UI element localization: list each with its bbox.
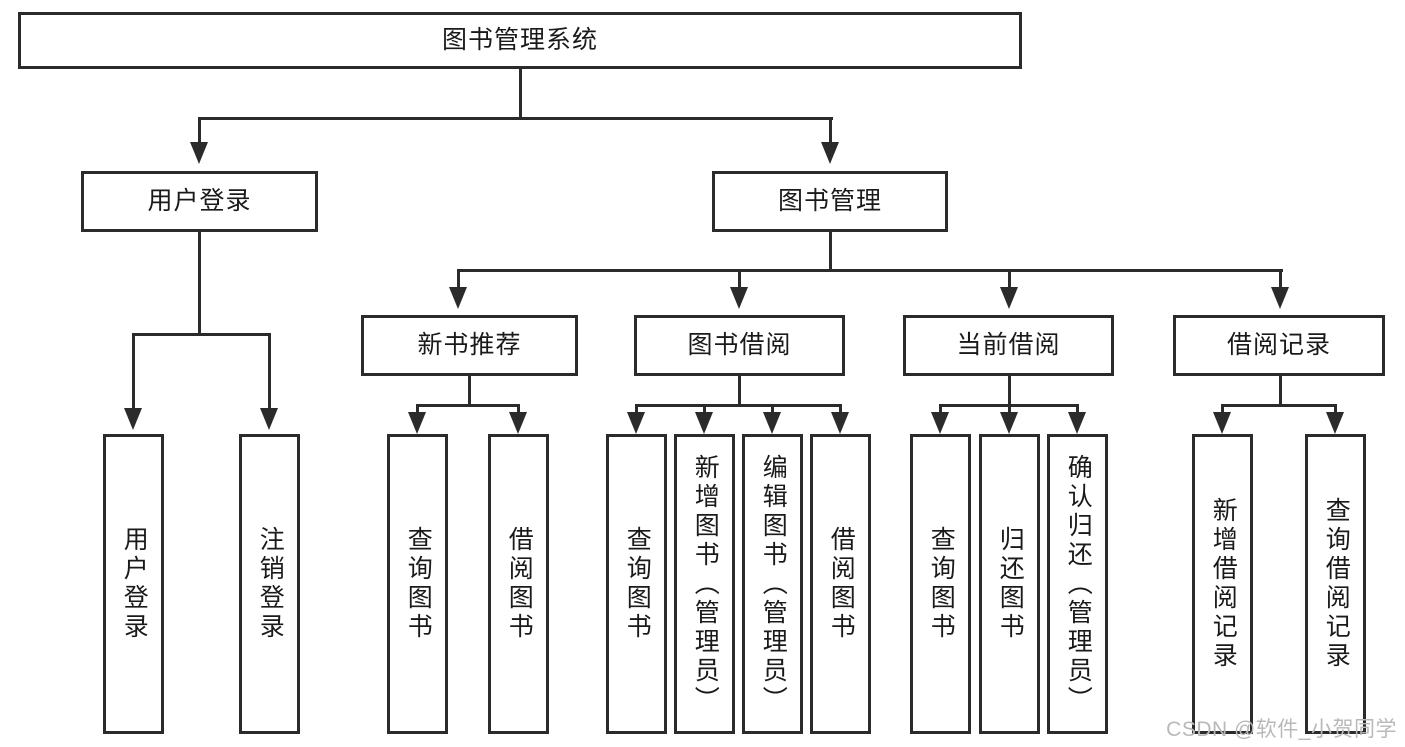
leaf-label: 注销登录: [256, 526, 285, 642]
connector-borrow-record-stem: [1279, 376, 1282, 405]
connector-user-login-bus: [133, 333, 269, 336]
leaf-label: 编辑图书（管理员）: [759, 453, 788, 715]
leaf-label: 借阅图书: [505, 526, 534, 642]
arrowhead-leaf-br-1: [1213, 412, 1231, 434]
node-label: 借阅记录: [1226, 330, 1331, 359]
connector-to-new-book-rec: [457, 269, 460, 288]
leaf-new-book-rec-1[interactable]: 查询图书: [387, 434, 448, 734]
arrowhead-user-login: [190, 142, 208, 164]
connector-new-book-rec-stem: [468, 376, 471, 405]
node-book-borrow[interactable]: 图书借阅: [634, 315, 845, 376]
arrowhead-current-borrow: [1000, 287, 1018, 309]
leaf-user-login-1[interactable]: 用户登录: [103, 434, 164, 734]
leaf-label: 查询图书: [927, 526, 956, 642]
connector-user-login-stem: [198, 232, 201, 334]
node-label: 当前借阅: [956, 330, 1061, 359]
leaf-label: 新增图书（管理员）: [691, 453, 720, 715]
arrowhead-leaf-nbr-2: [509, 412, 527, 434]
node-book-manage[interactable]: 图书管理: [712, 171, 948, 232]
connector-user-login-drop-2: [268, 333, 271, 410]
arrowhead-leaf-bb-3: [763, 412, 781, 434]
leaf-current-borrow-2[interactable]: 归还图书: [979, 434, 1040, 734]
arrowhead-new-book-rec: [449, 287, 467, 309]
arrowhead-leaf-cb-2: [1000, 412, 1018, 434]
arrowhead-leaf-br-2: [1326, 412, 1344, 434]
arrowhead-book-manage: [821, 142, 839, 164]
connector-level2-bus: [199, 117, 833, 120]
leaf-label: 确认归还（管理员）: [1064, 453, 1093, 715]
connector-bb-drop-3: [771, 404, 774, 414]
connector-book-borrow-stem: [738, 376, 741, 405]
leaf-label: 新增借阅记录: [1209, 497, 1238, 671]
leaf-label: 查询图书: [623, 526, 652, 642]
leaf-book-borrow-3[interactable]: 编辑图书（管理员）: [742, 434, 803, 734]
connector-bb-drop-1: [635, 404, 638, 414]
connector-cb-drop-2: [1008, 404, 1011, 414]
node-new-book-rec[interactable]: 新书推荐: [361, 315, 578, 376]
connector-br-drop-1: [1221, 404, 1224, 414]
leaf-label: 归还图书: [996, 526, 1025, 642]
leaf-label: 借阅图书: [827, 526, 856, 642]
leaf-current-borrow-1[interactable]: 查询图书: [910, 434, 971, 734]
connector-root-stem: [519, 69, 522, 119]
arrowhead-leaf-user-login-1: [124, 408, 142, 430]
arrowhead-leaf-nbr-1: [408, 412, 426, 434]
connector-cb-drop-3: [1076, 404, 1079, 414]
connector-br-drop-2: [1334, 404, 1337, 414]
connector-to-book-manage: [829, 117, 832, 144]
connector-user-login-drop-1: [132, 333, 135, 410]
leaf-user-login-2[interactable]: 注销登录: [239, 434, 300, 734]
arrowhead-leaf-bb-1: [627, 412, 645, 434]
leaf-label: 查询借阅记录: [1322, 497, 1351, 671]
node-root-system[interactable]: 图书管理系统: [18, 12, 1022, 69]
connector-to-book-borrow: [738, 269, 741, 288]
connector-borrow-record-bus: [1222, 404, 1337, 407]
node-user-login[interactable]: 用户登录: [81, 171, 318, 232]
leaf-book-borrow-2[interactable]: 新增图书（管理员）: [674, 434, 735, 734]
leaf-borrow-record-1[interactable]: 新增借阅记录: [1192, 434, 1253, 734]
node-current-borrow[interactable]: 当前借阅: [903, 315, 1114, 376]
arrowhead-borrow-record: [1271, 287, 1289, 309]
connector-bb-drop-4: [839, 404, 842, 414]
watermark-text: CSDN @软件_小贺同学: [1166, 718, 1397, 741]
connector-book-manage-stem: [829, 232, 832, 271]
leaf-book-borrow-1[interactable]: 查询图书: [606, 434, 667, 734]
node-label: 用户登录: [147, 186, 252, 215]
arrowhead-leaf-user-login-2: [260, 408, 278, 430]
connector-to-borrow-record: [1279, 269, 1282, 288]
arrowhead-leaf-cb-3: [1068, 412, 1086, 434]
arrowhead-leaf-bb-2: [695, 412, 713, 434]
node-label: 图书借阅: [687, 330, 792, 359]
connector-new-book-rec-bus: [417, 404, 520, 407]
arrowhead-leaf-bb-4: [831, 412, 849, 434]
connector-nbr-drop-1: [416, 404, 419, 414]
leaf-book-borrow-4[interactable]: 借阅图书: [810, 434, 871, 734]
leaf-current-borrow-3[interactable]: 确认归还（管理员）: [1047, 434, 1108, 734]
node-label: 新书推荐: [417, 330, 522, 359]
leaf-label: 查询图书: [404, 526, 433, 642]
leaf-borrow-record-2[interactable]: 查询借阅记录: [1305, 434, 1366, 734]
arrowhead-book-borrow: [730, 287, 748, 309]
connector-current-borrow-stem: [1008, 376, 1011, 405]
leaf-label: 用户登录: [120, 526, 149, 642]
node-label: 图书管理系统: [441, 25, 598, 54]
arrowhead-leaf-cb-1: [931, 412, 949, 434]
connector-book-borrow-bus: [636, 404, 842, 407]
connector-cb-drop-1: [939, 404, 942, 414]
leaf-new-book-rec-2[interactable]: 借阅图书: [488, 434, 549, 734]
node-label: 图书管理: [777, 186, 882, 215]
connector-to-current-borrow: [1008, 269, 1011, 288]
connector-nbr-drop-2: [517, 404, 520, 414]
connector-to-user-login: [198, 117, 201, 144]
node-borrow-record[interactable]: 借阅记录: [1173, 315, 1385, 376]
connector-bb-drop-2: [703, 404, 706, 414]
connector-level3-bus: [458, 269, 1283, 272]
